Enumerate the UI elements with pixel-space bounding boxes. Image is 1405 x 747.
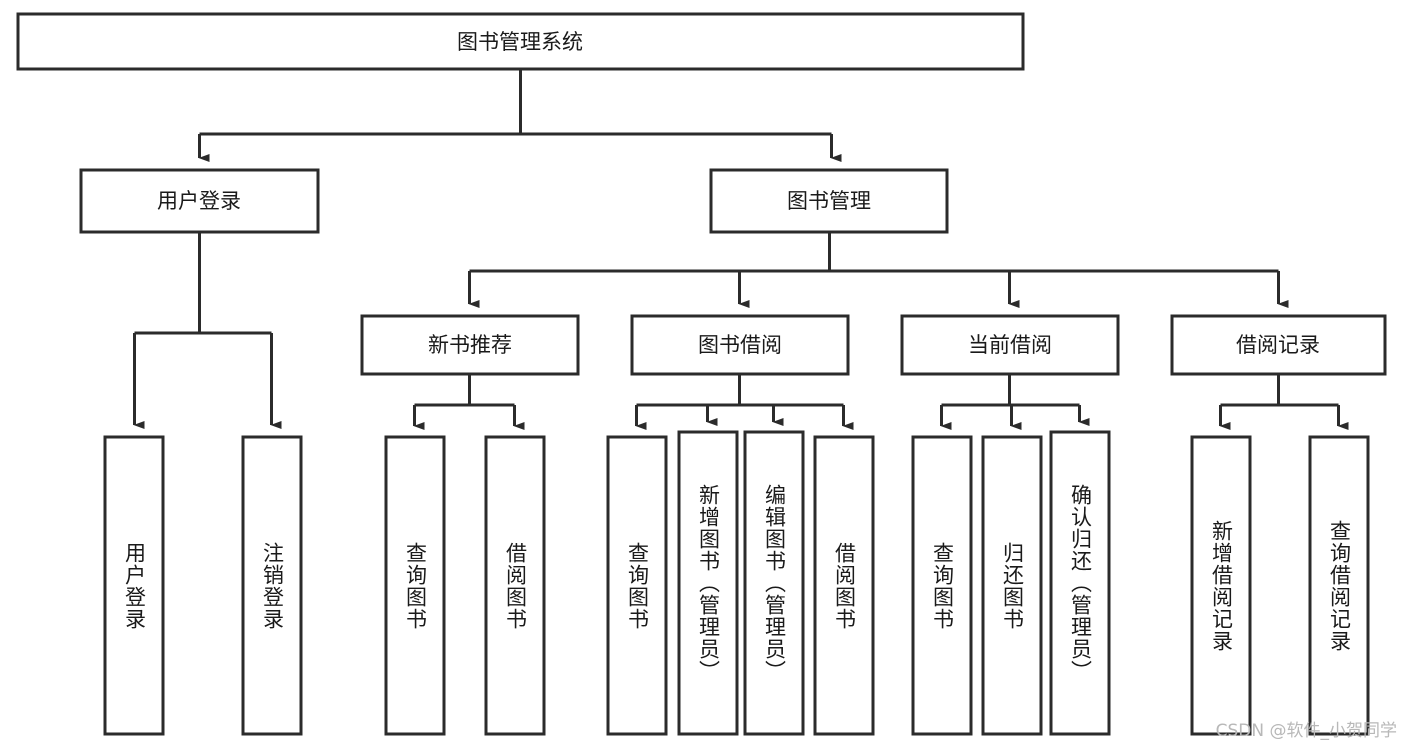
connector-group [133,69,1349,430]
node-current-borrow[interactable]: 当前借阅 [900,314,1120,376]
node-user-login-label: 用户登录 [157,189,241,213]
node-book-manage-box[interactable] [709,168,949,234]
node-root-box[interactable] [16,12,1025,71]
node-book-borrow-box[interactable] [630,314,850,376]
node-leaf-add-book-box[interactable] [677,430,739,736]
node-leaf-query-book-2-box[interactable] [606,435,668,736]
node-user-login[interactable]: 用户登录 [79,168,320,234]
node-leaf-return-book-box[interactable] [981,435,1043,736]
node-book-borrow-label: 图书借阅 [698,333,782,357]
node-leaf-logout-box[interactable] [241,435,303,736]
node-leaf-confirm-return-box[interactable] [1049,430,1111,736]
node-user-login-box[interactable] [79,168,320,234]
leaf-box-group [103,430,1370,736]
node-book-manage[interactable]: 图书管理 [709,168,949,234]
node-root-label: 图书管理系统 [457,30,583,54]
node-book-borrow[interactable]: 图书借阅 [630,314,850,376]
node-leaf-user-login-box[interactable] [103,435,165,736]
node-book-manage-label: 图书管理 [787,189,871,213]
node-leaf-borrow-book-2-box[interactable] [813,435,875,736]
node-new-book-rec-label: 新书推荐 [428,333,512,357]
node-leaf-query-book-1-box[interactable] [384,435,446,736]
csdn-watermark: CSDN @软件_小贺同学 [1215,721,1397,741]
node-leaf-borrow-book-1-box[interactable] [484,435,546,736]
node-borrow-record-label: 借阅记录 [1236,333,1320,357]
node-root[interactable]: 图书管理系统 [16,12,1025,71]
node-borrow-record-box[interactable] [1170,314,1387,376]
node-leaf-add-record-box[interactable] [1190,435,1252,736]
node-current-borrow-label: 当前借阅 [968,333,1052,357]
node-new-book-rec-box[interactable] [360,314,580,376]
node-leaf-edit-book-box[interactable] [743,430,805,736]
node-new-book-rec[interactable]: 新书推荐 [360,314,580,376]
node-leaf-query-record-box[interactable] [1308,435,1370,736]
node-current-borrow-box[interactable] [900,314,1120,376]
node-borrow-record[interactable]: 借阅记录 [1170,314,1387,376]
node-leaf-query-book-3-box[interactable] [911,435,973,736]
